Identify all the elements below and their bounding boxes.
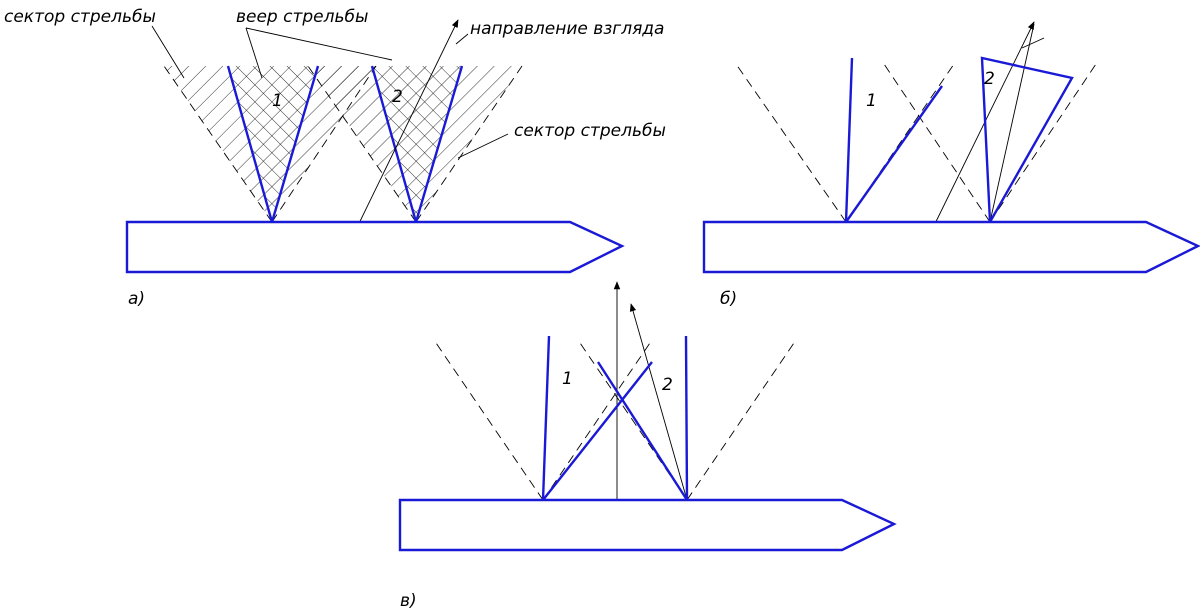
leader-line <box>245 27 393 61</box>
fan-2-crosshatch <box>372 66 462 222</box>
sector-boundary-line <box>989 63 1097 223</box>
label-gaze-direction: направление взгляда <box>470 19 664 39</box>
fan-line <box>845 85 943 223</box>
leader-line <box>151 25 185 79</box>
leader-line <box>457 133 509 159</box>
sector-boundary-line <box>542 339 653 501</box>
fan-2-triangle <box>980 56 1074 227</box>
label-fan: веер стрельбы <box>236 7 368 27</box>
sector-boundary-line <box>163 65 273 223</box>
label-number-1: 1 <box>562 369 573 389</box>
label-number-2: 2 <box>984 69 995 89</box>
gaze-direction-arrow <box>989 23 1035 223</box>
gaze-direction-arrow <box>629 303 688 501</box>
panel-b: 1 2 б) <box>702 21 1200 309</box>
leader-line <box>455 33 469 45</box>
fan-line <box>596 361 689 501</box>
panel-c: 1 2 в) <box>398 281 897 611</box>
sector-boundary-line <box>415 65 523 223</box>
fan-line <box>684 335 689 501</box>
label-sector-right: сектор стрельбы <box>514 121 666 141</box>
fan-line <box>844 57 854 223</box>
label-number-1: 1 <box>866 91 877 111</box>
fan-line <box>542 361 653 501</box>
label-number-1: 1 <box>272 91 283 111</box>
caption-c: в) <box>400 591 417 611</box>
sector-boundary-line <box>686 339 797 501</box>
label-number-2: 2 <box>662 375 673 395</box>
label-sector-top-left: сектор стрельбы <box>4 7 156 27</box>
fan-line <box>541 335 551 501</box>
fan-line <box>226 65 274 223</box>
panel-a: сектор стрельбы веер стрельбы направлени… <box>4 7 666 309</box>
fan-line <box>414 65 464 223</box>
sector-boundary-line <box>433 339 544 501</box>
ship-hull <box>125 220 625 274</box>
fan-line <box>370 65 418 223</box>
gaze-direction-arrow <box>923 21 1035 247</box>
ship-hull <box>702 220 1200 274</box>
leader-line <box>1021 37 1045 49</box>
sector-boundary-line <box>307 65 417 223</box>
fan-line <box>270 65 320 223</box>
caption-b: б) <box>720 289 737 309</box>
sector-boundary-line <box>735 63 847 223</box>
label-number-2: 2 <box>392 87 403 107</box>
fan-1-crosshatch <box>228 66 318 222</box>
leader-line <box>245 27 263 79</box>
caption-a: а) <box>128 289 145 309</box>
sector-boundary-line <box>271 65 377 223</box>
gaze-direction-arrow <box>347 19 459 247</box>
sector-boundary-line <box>883 63 991 223</box>
ship-hull <box>398 498 897 552</box>
